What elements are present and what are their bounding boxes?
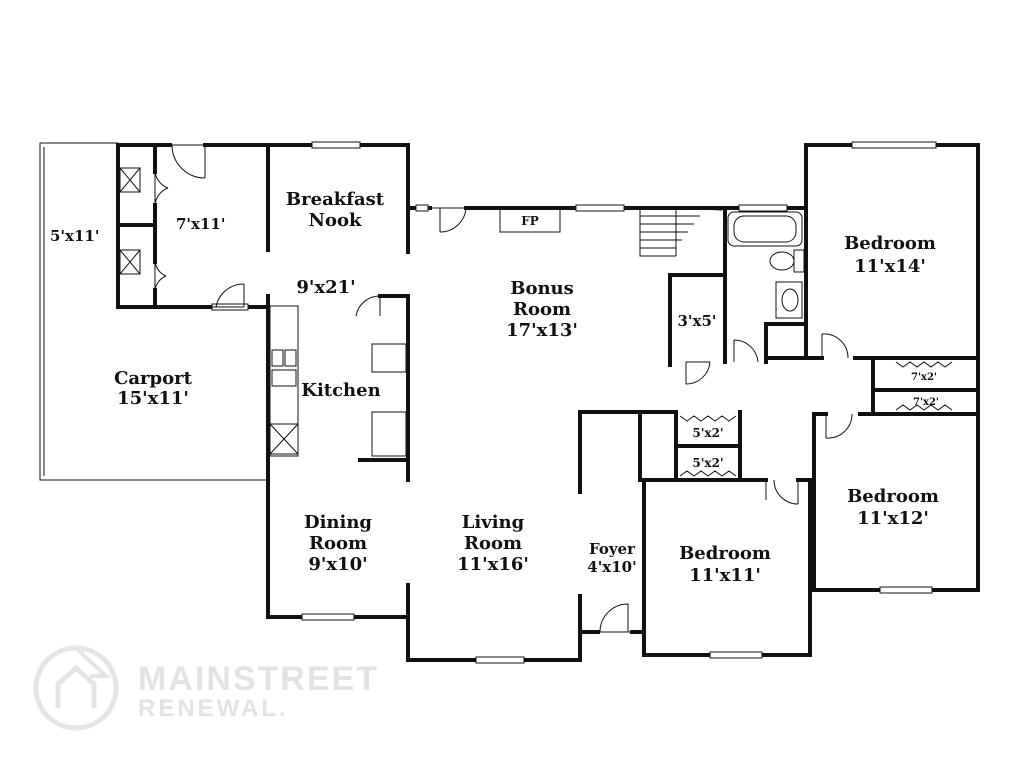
label-foyer: Foyer bbox=[589, 540, 636, 558]
watermark-line-2: RENEWAL. bbox=[138, 695, 289, 722]
label-kitchen-dim: 9'x21' bbox=[296, 277, 355, 298]
label-dining-room: Dining bbox=[304, 512, 372, 533]
watermark: MAINSTREET RENEWAL. bbox=[33, 645, 379, 731]
label-living-room-2: Room bbox=[464, 533, 522, 554]
label-kitchen: Kitchen bbox=[301, 380, 380, 401]
label-dining-room-dim: 9'x10' bbox=[308, 554, 367, 575]
label-bedroom-1-dim: 11'x14' bbox=[854, 256, 926, 277]
label-dining-room-2: Room bbox=[309, 533, 367, 554]
label-closet-7x2-a: 7'x2' bbox=[911, 372, 937, 383]
label-carport-dim: 15'x11' bbox=[117, 388, 189, 409]
label-bedroom-3-dim: 11'x11' bbox=[689, 565, 761, 586]
label-bonus-room-2: Room bbox=[513, 299, 571, 320]
label-bonus-room: Bonus bbox=[510, 278, 574, 299]
label-closet-5x2-a: 5'x2' bbox=[692, 426, 723, 440]
walls bbox=[116, 143, 980, 662]
stairs bbox=[639, 207, 723, 257]
doors bbox=[154, 144, 853, 633]
label-bedroom-2-dim: 11'x12' bbox=[857, 508, 929, 529]
label-foyer-dim: 4'x10' bbox=[587, 558, 636, 576]
label-breakfast-nook-2: Nook bbox=[309, 210, 362, 231]
label-closet-3x5: 3'x5' bbox=[677, 312, 716, 330]
room-labels: 5'x11' 7'x11' Breakfast Nook 9'x21' Kitc… bbox=[50, 189, 939, 586]
label-bedroom-2: Bedroom bbox=[847, 486, 939, 507]
label-bonus-room-dim: 17'x13' bbox=[506, 320, 578, 341]
carport-outline bbox=[39, 142, 268, 481]
label-bedroom-3: Bedroom bbox=[679, 543, 771, 564]
watermark-logo-icon bbox=[33, 645, 119, 731]
label-carport: Carport bbox=[114, 368, 193, 389]
label-living-room: Living bbox=[462, 512, 525, 533]
label-storage-5x11: 5'x11' bbox=[50, 227, 99, 245]
label-fireplace: FP bbox=[521, 214, 539, 228]
fixtures bbox=[119, 167, 953, 477]
label-breakfast-nook: Breakfast bbox=[286, 189, 385, 210]
label-closet-7x2-b: 7'x2' bbox=[913, 397, 939, 408]
label-storage-7x11: 7'x11' bbox=[176, 215, 225, 233]
label-bedroom-1: Bedroom bbox=[844, 233, 936, 254]
label-living-room-dim: 11'x16' bbox=[457, 554, 529, 575]
windows bbox=[211, 141, 937, 664]
watermark-line-1: MAINSTREET bbox=[138, 660, 379, 698]
label-closet-5x2-b: 5'x2' bbox=[692, 456, 723, 470]
